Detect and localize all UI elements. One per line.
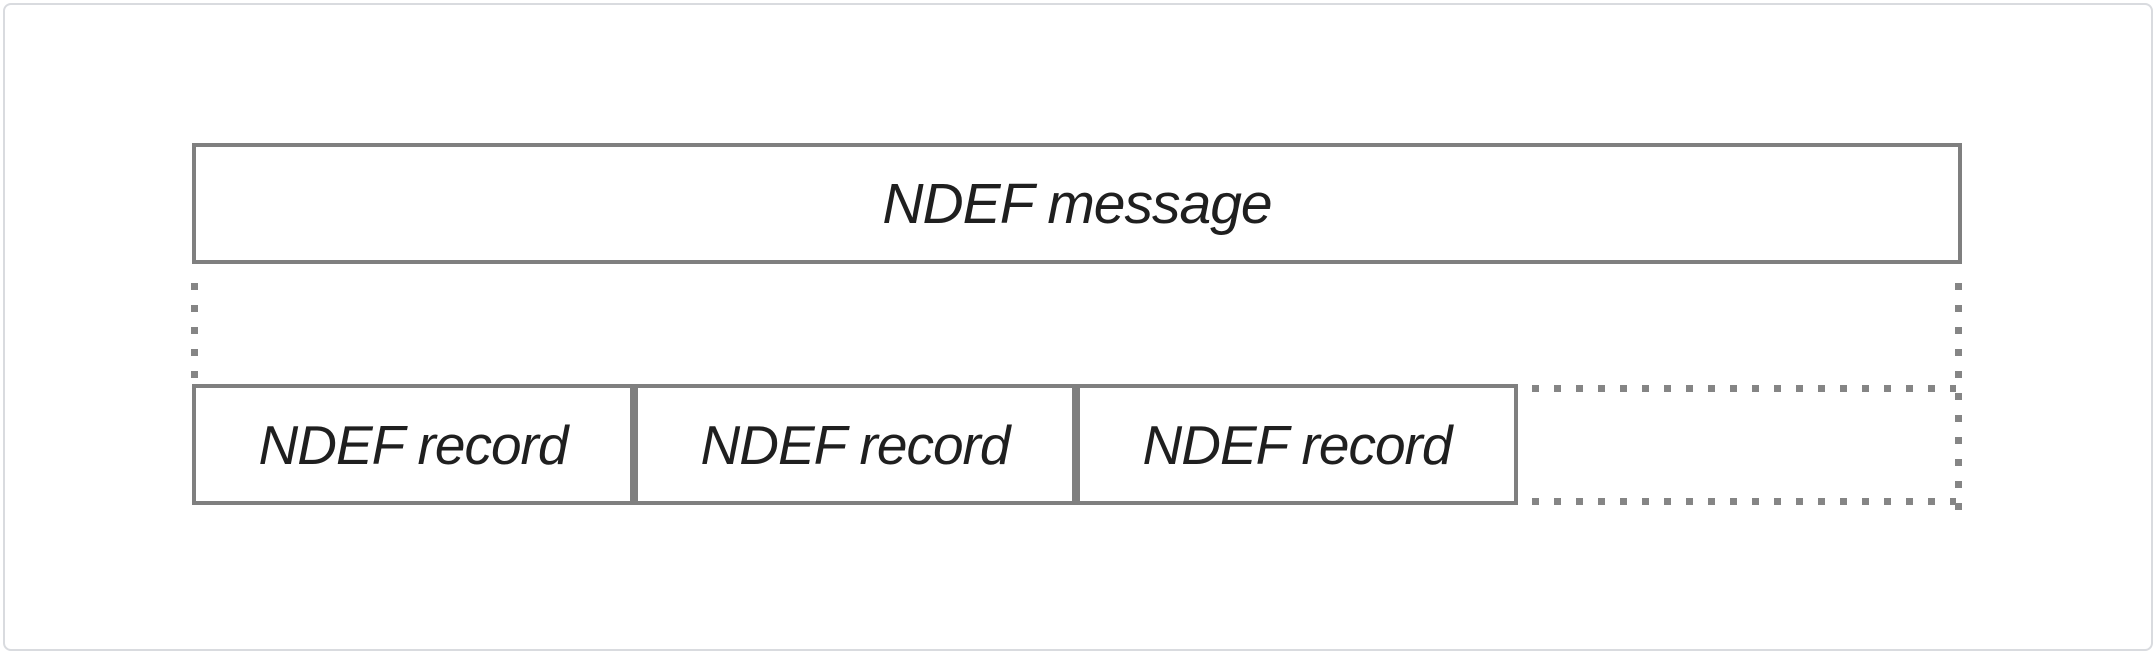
ndef-record-label: NDEF record <box>1142 413 1453 476</box>
card-border-frame <box>3 3 2153 651</box>
ndef-record-box: NDEF record <box>634 384 1076 505</box>
ndef-record-row: NDEF record NDEF record NDEF record <box>192 384 1518 505</box>
ndef-record-label: NDEF record <box>700 413 1011 476</box>
ndef-message-label: NDEF message <box>882 171 1272 236</box>
dotted-continuation-bottom <box>1532 498 1956 505</box>
dotted-connector-left <box>191 283 198 380</box>
dotted-continuation-top <box>1532 385 1956 392</box>
ndef-record-box: NDEF record <box>1076 384 1518 505</box>
ndef-record-box: NDEF record <box>192 384 634 505</box>
dotted-connector-right <box>1955 283 1962 511</box>
ndef-message-box: NDEF message <box>192 143 1962 264</box>
ndef-record-label: NDEF record <box>258 413 569 476</box>
